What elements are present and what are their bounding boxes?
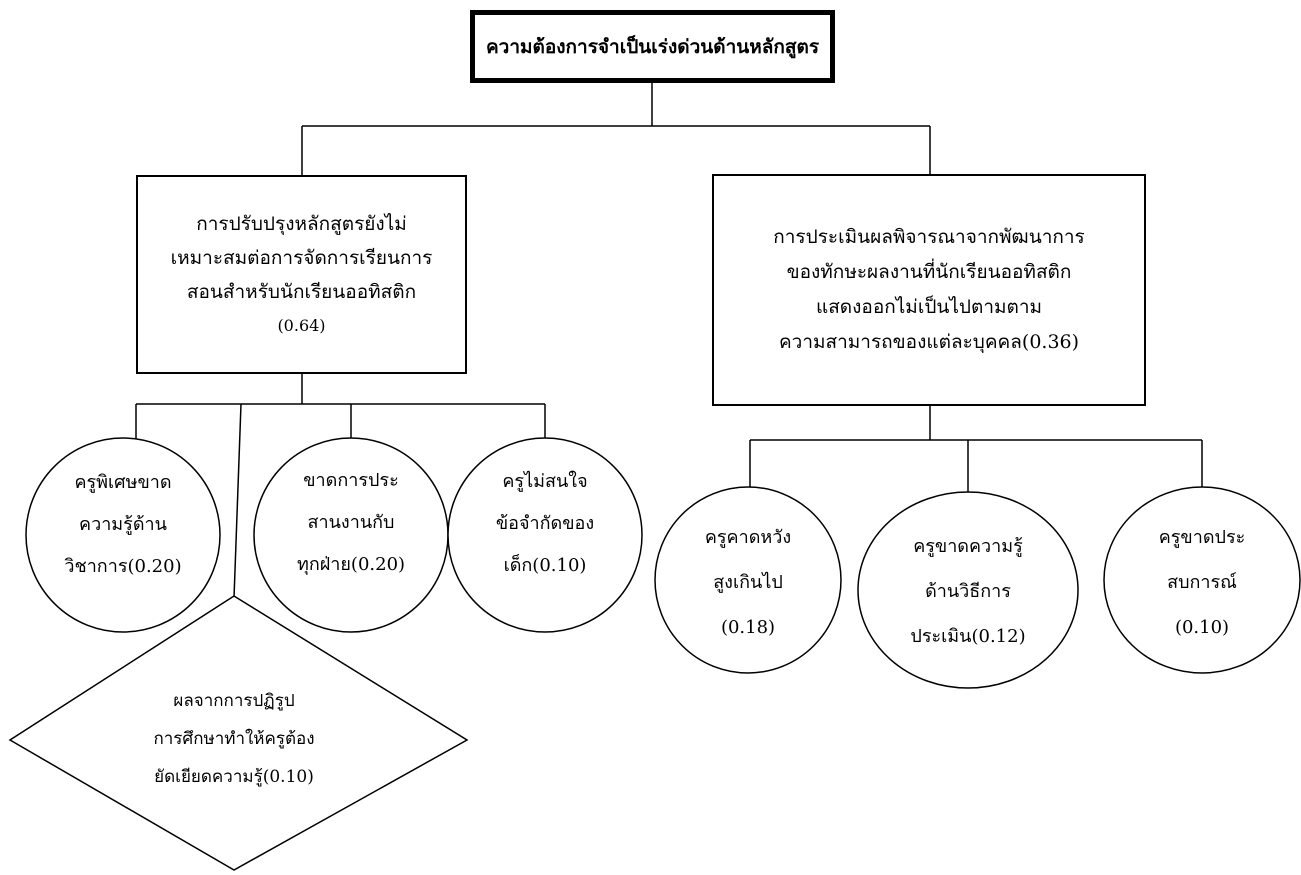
leaf-label-7-line-1: ครูขาดประ [1158,527,1246,548]
leaf-label-6-line-3: ประเมิน(0.12) [910,626,1026,647]
leaf-label-4-line-1: ครูไม่สนใจ [502,471,588,492]
leaf-label-2-line-2: การศึกษาทำให้ครูต้อง [153,729,315,749]
leaf-circle-1 [25,437,221,633]
leaf-label-5-line-1: ครูคาดหวัง [704,527,792,548]
leaf-label-1-line-3: วิชาการ(0.20) [64,556,182,577]
leaf-label-3: ขาดการประ สานงานกับ ทุกฝ่าย(0.20) [261,460,441,586]
leaf-circle-6 [857,491,1079,689]
leaf-label-7-line-3: (0.10) [1174,617,1230,638]
leaf-label-1-line-1: ครูพิเศษขาด [74,472,172,493]
leaf-label-2-line-3: ยัดเยียดความรู้(0.10) [154,767,314,787]
branch-node-assessment: การประเมินผลพิจารณาจากพัฒนาการ ของทักษะผ… [712,174,1146,406]
leaf-label-4-line-3: เด็ก(0.10) [503,555,587,576]
branch-node-curriculum-line-1: การปรับปรุงหลักสูตรยังไม่ [196,212,407,235]
root-node: ความต้องการจำเป็นเร่งด่วนด้านหลักสูตร [470,10,835,83]
leaf-label-2-line-1: ผลจากการปฏิรูป [173,691,295,711]
branch-node-curriculum: การปรับปรุงหลักสูตรยังไม่ เหมาะสมต่อการจ… [136,175,467,374]
branch-node-curriculum-line-4: (0.64) [277,315,326,335]
branch-node-assessment-line-2: ของทักษะผลงานที่นักเรียนออทิสติก [786,261,1072,283]
branch-node-assessment-line-3: แสดงออกไม่เป็นไปตามตาม [815,296,1043,318]
leaf-label-5-line-3: (0.18) [720,617,776,638]
branch-node-curriculum-line-3: สอนสำหรับนักเรียนออทิสติก [186,280,417,303]
leaf-label-4-line-2: ข้อจำกัดของ [495,513,595,534]
leaf-label-6-line-1: ครูขาดความรู้ [913,536,1023,557]
leaf-label-1-line-2: ความรู้ด้าน [79,514,167,535]
leaf-label-3-line-1: ขาดการประ [303,470,399,491]
leaf-circle-4 [447,437,643,633]
leaf-label-7: ครูขาดประ สบการณ์ (0.10) [1112,515,1292,650]
root-node-label: ความต้องการจำเป็นเร่งด่วนด้านหลักสูตร [485,35,820,58]
leaf-label-7-line-2: สบการณ์ [1167,572,1237,593]
leaf-label-2: ผลจากการปฏิรูป การศึกษาทำให้ครูต้อง ยัดเ… [104,682,364,796]
leaf-label-5: ครูคาดหวัง สูงเกินไป (0.18) [658,515,838,650]
leaf-label-6: ครูขาดความรู้ ด้านวิธีการ ประเมิน(0.12) [873,524,1063,659]
branch-node-curriculum-line-2: เหมาะสมต่อการจัดการเรียนการ [170,246,433,269]
leaf-label-3-line-3: ทุกฝ่าย(0.20) [296,554,406,575]
branch-node-assessment-line-4: ความสามารถของแต่ละบุคคล(0.36) [778,331,1080,353]
leaf-circle-7 [1103,486,1301,674]
connector-left-child2 [233,403,242,599]
leaf-diamond-2 [8,595,469,871]
leaf-label-6-line-2: ด้านวิธีการ [925,581,1011,602]
branch-node-assessment-line-1: การประเมินผลพิจารณาจากพัฒนาการ [773,226,1085,248]
leaf-circle-5 [654,486,842,674]
leaf-label-3-line-2: สานงานกับ [307,512,395,533]
leaf-label-5-line-2: สูงเกินไป [713,572,783,593]
leaf-label-1: ครูพิเศษขาด ความรู้ด้าน วิชาการ(0.20) [33,462,213,588]
leaf-label-4: ครูไม่สนใจ ข้อจำกัดของ เด็ก(0.10) [455,461,635,587]
